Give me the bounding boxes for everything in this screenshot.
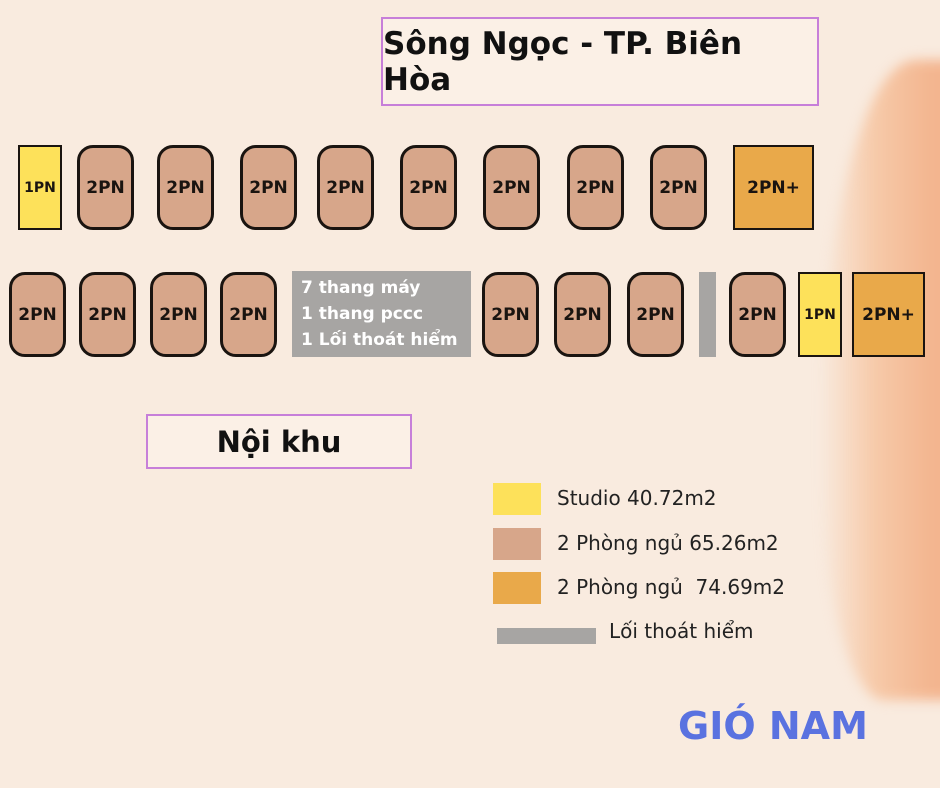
emergency-exit — [699, 272, 716, 357]
core-line: 1 thang pccc — [301, 304, 424, 324]
unit-2pn: 2PN — [483, 145, 540, 230]
unit-2pn: 2PN — [482, 272, 539, 357]
unit-2pn: 2PN — [400, 145, 457, 230]
unit-2pn: 2PN — [77, 145, 134, 230]
core-block: 7 thang máy 1 thang pccc 1 Lối thoát hiể… — [292, 271, 471, 357]
legend-swatch-2pn — [493, 528, 541, 560]
core-line: 7 thang máy — [301, 278, 421, 298]
unit-2pn: 2PN — [650, 145, 707, 230]
legend-swatch-2pn-plus — [493, 572, 541, 604]
unit-studio: 1PN — [18, 145, 62, 230]
unit-2pn: 2PN — [240, 145, 297, 230]
unit-2pn: 2PN — [729, 272, 786, 357]
unit-studio: 1PN — [798, 272, 842, 357]
unit-2pn: 2PN — [317, 145, 374, 230]
legend-swatch-studio — [493, 483, 541, 515]
decorative-brush — [820, 60, 940, 700]
unit-2pn: 2PN — [554, 272, 611, 357]
project-title: Sông Ngọc - TP. Biên Hòa — [381, 17, 819, 106]
unit-2pn: 2PN — [567, 145, 624, 230]
unit-2pn-plus: 2PN+ — [852, 272, 925, 357]
unit-2pn: 2PN — [150, 272, 207, 357]
legend-label: 2 Phòng ngủ 65.26m2 — [557, 531, 779, 555]
unit-2pn: 2PN — [9, 272, 66, 357]
unit-2pn: 2PN — [157, 145, 214, 230]
wind-direction-label: GIÓ NAM — [678, 704, 868, 748]
legend-label: Lối thoát hiểm — [609, 619, 754, 643]
unit-2pn: 2PN — [220, 272, 277, 357]
unit-2pn: 2PN — [627, 272, 684, 357]
core-line: 1 Lối thoát hiểm — [301, 330, 458, 350]
legend-label: Studio 40.72m2 — [557, 486, 717, 510]
internal-area-label: Nội khu — [146, 414, 412, 469]
unit-2pn: 2PN — [79, 272, 136, 357]
legend-label: 2 Phòng ngủ 74.69m2 — [557, 575, 786, 599]
unit-2pn-plus: 2PN+ — [733, 145, 814, 230]
legend-swatch-exit — [497, 628, 596, 644]
